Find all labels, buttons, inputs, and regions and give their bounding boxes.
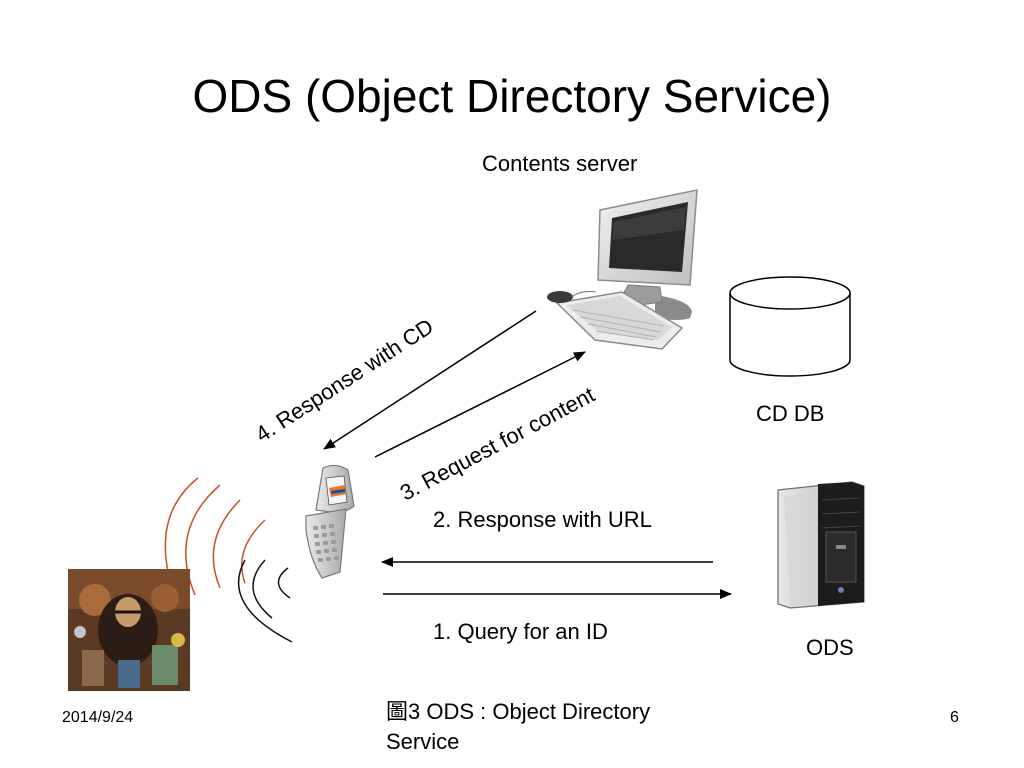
slide-title: ODS (Object Directory Service)	[192, 70, 832, 122]
signal-wave-black-2	[252, 559, 273, 619]
arrow-response-with-cd	[323, 310, 537, 450]
album-cover-image	[68, 569, 190, 691]
footer-date: 2014/9/24	[62, 709, 134, 726]
database-cylinder-icon	[729, 276, 851, 377]
signal-wave-red-1	[241, 519, 266, 584]
signal-wave-red-3	[185, 484, 221, 596]
mobile-phone-icon	[305, 464, 355, 579]
server-tower-icon	[777, 481, 865, 609]
desktop-computer-icon	[547, 189, 698, 350]
cd-db-label: CD DB	[756, 401, 825, 426]
contents-server-label: Contents server	[482, 151, 638, 176]
signal-wave-black-3	[237, 559, 293, 643]
figure-caption: 圖3 ODS : Object Directory Service	[386, 699, 651, 754]
signal-wave-black-1	[277, 567, 291, 599]
ods-label: ODS	[806, 635, 854, 660]
signal-wave-red-2	[212, 499, 241, 589]
step-1-label: 1. Query for an ID	[433, 619, 608, 644]
step-2-label: 2. Response with URL	[433, 507, 652, 532]
page-number: 6	[950, 709, 959, 726]
arrow-request-for-content	[374, 351, 586, 458]
